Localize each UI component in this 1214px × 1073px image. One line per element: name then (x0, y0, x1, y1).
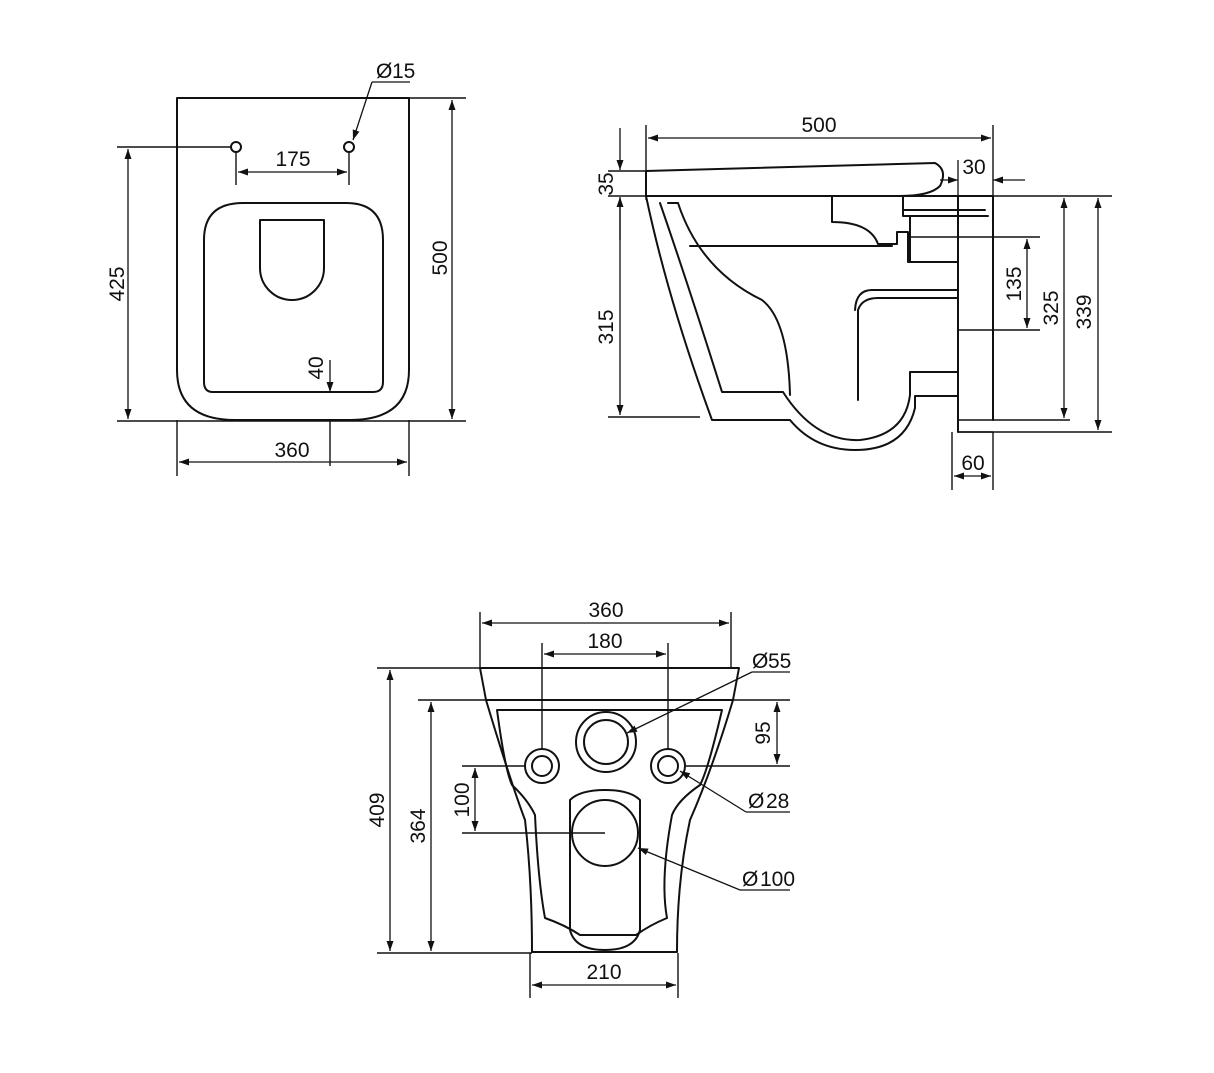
label-60: 60 (961, 452, 984, 475)
label-425: 425 (106, 266, 129, 301)
label-500-top: 500 (429, 240, 452, 275)
rear-view-outline (485, 699, 734, 953)
bolt-hole-left-outer (524, 748, 560, 784)
label-409: 409 (366, 792, 389, 827)
label-100-vertical: 100 (451, 782, 474, 817)
label-55: 55 (768, 650, 791, 673)
label-28: 28 (766, 790, 789, 813)
label-339: 339 (1073, 294, 1096, 329)
top-view-bowl-opening (259, 219, 325, 301)
side-view: 500 35 30 315 135 325 339 60 (595, 114, 1112, 490)
label-diameter-symbol-55: Ø (752, 650, 768, 673)
side-view-bowl-outer (645, 195, 959, 451)
label-500-side: 500 (801, 114, 836, 137)
top-view: 175 Ø 15 425 500 360 40 (106, 60, 466, 476)
label-135: 135 (1003, 266, 1026, 301)
inlet-circle-inner (583, 719, 629, 765)
label-35: 35 (595, 172, 618, 195)
bolt-hole-right-outer (650, 748, 686, 784)
label-30: 30 (962, 156, 985, 179)
inlet-circle-outer (575, 711, 637, 773)
label-diameter-symbol-28: Ø (748, 790, 764, 813)
seat-hinge-hole-right (343, 141, 355, 153)
label-315: 315 (595, 309, 618, 344)
side-view-trap (667, 202, 791, 396)
rear-view-inner-outline (496, 709, 723, 936)
side-view-trapway (854, 289, 959, 401)
rear-view: 360 180 Ø 55 95 Ø 28 100 Ø 100 409 364 2… (366, 599, 795, 998)
label-15: 15 (392, 60, 415, 83)
top-view-rim (203, 202, 384, 393)
label-100-diameter: 100 (760, 868, 795, 891)
label-diameter-symbol-15: Ø (376, 60, 392, 83)
side-view-bowl-inner (659, 202, 959, 442)
label-210: 210 (586, 961, 621, 984)
side-view-outlet (831, 195, 959, 263)
side-view-mount (902, 195, 994, 263)
label-diameter-symbol-100: Ø (742, 868, 758, 891)
label-360-rear: 360 (588, 599, 623, 622)
label-364: 364 (407, 808, 430, 843)
label-175: 175 (275, 148, 310, 171)
label-325: 325 (1040, 290, 1063, 325)
rear-view-top-plate (479, 667, 740, 701)
seat-hinge-hole-left (230, 141, 242, 153)
top-view-outline (176, 97, 410, 421)
label-95: 95 (752, 721, 775, 744)
label-360-top: 360 (274, 439, 309, 462)
bolt-hole-left-inner (531, 755, 553, 777)
label-40: 40 (305, 356, 328, 379)
side-view-seat (645, 162, 945, 197)
rear-view-outlet-housing (569, 789, 641, 951)
label-180: 180 (587, 630, 622, 653)
bolt-hole-right-inner (657, 755, 679, 777)
